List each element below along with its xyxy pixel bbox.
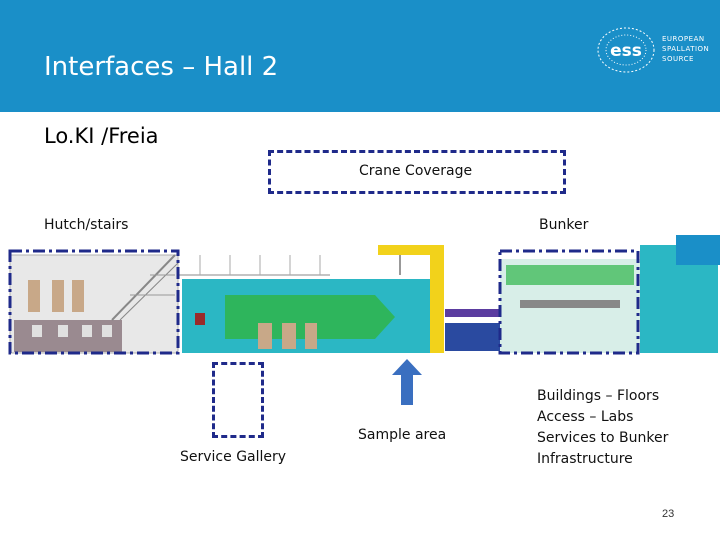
hutch-stairs-label: Hutch/stairs — [44, 217, 129, 233]
bunker-label: Bunker — [539, 217, 589, 233]
ess-logo-mark-icon: ess — [597, 27, 655, 73]
title-bar: Interfaces – Hall 2 ess EUROPEAN SPALLAT… — [0, 0, 720, 112]
instrument-illustration — [8, 235, 720, 355]
ess-logo: ess EUROPEAN SPALLATION SOURCE — [596, 24, 710, 76]
slide-subtitle: Lo.KI /Freia — [44, 124, 159, 148]
sample-area-label: Sample area — [358, 427, 447, 443]
page-title: Interfaces – Hall 2 — [44, 52, 279, 82]
crane-coverage-label: Crane Coverage — [359, 163, 473, 179]
ess-logo-mark: ess — [610, 41, 642, 61]
page-number: 23 — [662, 508, 675, 520]
buildings-label: Buildings – Floors Access – Labs Service… — [537, 388, 669, 467]
service-gallery-box — [212, 362, 264, 438]
up-arrow-icon — [392, 359, 422, 405]
crane-coverage-box — [268, 150, 566, 194]
ess-logo-wordmark: EUROPEAN SPALLATION SOURCE — [662, 35, 710, 63]
service-gallery-label: Service Gallery — [180, 449, 287, 465]
